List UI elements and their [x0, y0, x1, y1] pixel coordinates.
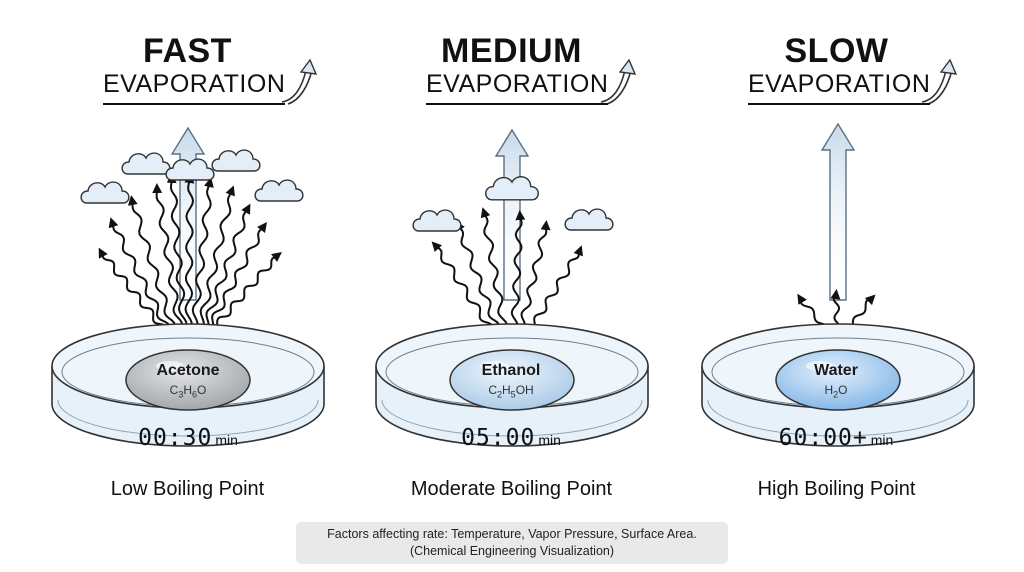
cloud-icon	[211, 149, 261, 172]
vapor-squiggle-arrow	[210, 251, 282, 333]
evaporation-label: EVAPORATION	[748, 70, 931, 105]
swoosh-head	[939, 58, 958, 75]
liquid-name: Ethanol	[481, 362, 541, 379]
cloud-icon	[412, 209, 462, 232]
droplet-highlight	[156, 361, 184, 371]
cloud-icon	[80, 181, 130, 204]
swoosh-stroke	[600, 69, 626, 103]
swoosh-arrow-icon	[921, 58, 958, 105]
vapor-squiggle-arrow	[206, 222, 267, 333]
vapor-squiggle-arrow	[166, 173, 188, 333]
timer-unit: min	[870, 432, 894, 448]
speed-title: MEDIUM	[441, 32, 582, 70]
cloud-icon	[254, 179, 304, 202]
boiling-point-label: Low Boiling Point	[110, 478, 265, 500]
timer-unit: min	[215, 432, 238, 448]
vapor-squiggle-arrow	[98, 247, 168, 333]
vapor-squiggle-arrow	[202, 203, 251, 333]
speed-title: FAST	[143, 32, 232, 70]
timer-value: 00:30	[138, 425, 213, 451]
cloud-shape	[211, 149, 261, 172]
dish-base-line	[381, 399, 643, 437]
vapor-squiggle-arrow	[528, 245, 583, 333]
vapor-squiggle-arrow	[108, 217, 171, 333]
evaporation-label: EVAPORATION	[103, 70, 286, 105]
droplet-highlight	[480, 361, 508, 371]
dish-base-line	[707, 399, 969, 437]
boiling-point-label: High Boiling Point	[757, 478, 916, 500]
cloud-shape	[121, 152, 171, 175]
liquid-formula: C2H5OH	[488, 383, 534, 400]
vapor-squiggle-arrows	[98, 173, 876, 333]
evaporation-timer: 60:00+min	[736, 425, 936, 451]
cloud-shape	[254, 179, 304, 202]
speed-title: SLOW	[784, 32, 889, 70]
petri-dish	[701, 323, 975, 447]
footer-line-1: Factors affecting rate: Temperature, Vap…	[327, 527, 697, 541]
vapor-squiggle-arrow	[191, 177, 214, 333]
cloud-shape	[165, 158, 215, 181]
evaporation-label: EVAPORATION	[426, 70, 609, 105]
footer-note: Factors affecting rate: Temperature, Vap…	[296, 522, 728, 564]
vapor-squiggle-arrow	[198, 185, 235, 333]
cloud-shape	[564, 208, 614, 231]
swoosh-arrow-icon	[600, 58, 637, 105]
swoosh-stroke	[921, 69, 947, 103]
cloud-shape	[485, 176, 539, 201]
liquid-formula: C3H6O	[169, 383, 207, 400]
timer-value: 60:00+	[778, 425, 868, 451]
vapor-clouds	[80, 149, 614, 232]
petri-dishes	[51, 323, 975, 447]
footer-line-2: (Chemical Engineering Visualization)	[409, 544, 615, 558]
cloud-shape	[80, 181, 130, 204]
timer-unit: min	[538, 432, 561, 448]
big-vapor-arrow	[494, 128, 530, 301]
cloud-icon	[165, 158, 215, 181]
liquid-name: Water	[814, 362, 858, 379]
vapor-squiggle-arrow	[455, 220, 501, 333]
cloud-icon	[121, 152, 171, 175]
vapor-squiggle-arrow	[519, 220, 551, 333]
vapor-squiggle-arrow	[184, 173, 195, 333]
dish-base-line	[57, 399, 319, 437]
cloud-icon	[485, 176, 539, 201]
droplet-highlight	[806, 361, 834, 371]
swoosh-stroke	[281, 69, 307, 103]
vapor-squiggle-arrow	[152, 183, 184, 333]
petri-dish	[51, 323, 325, 447]
panel-slow: SLOW EVAPORATION Water H2O 60:00+min Hig…	[666, 0, 1007, 572]
cloud-icon	[564, 208, 614, 231]
vapor-squiggle-arrow	[480, 207, 509, 333]
swoosh-arrow-icon	[281, 58, 318, 105]
swoosh-head	[299, 58, 318, 75]
vapor-squiggle-arrow	[510, 210, 526, 333]
vapor-squiggle-arrow	[127, 195, 177, 333]
liquid-formula: H2O	[824, 383, 848, 400]
petri-dish	[375, 323, 649, 447]
boiling-point-label: Moderate Boiling Point	[410, 478, 613, 500]
vapor-squiggle-arrow	[431, 241, 495, 333]
header-swoosh-arrows	[281, 58, 958, 105]
big-vapor-arrow	[820, 122, 856, 301]
swoosh-head	[618, 58, 637, 75]
liquid-name: Acetone	[156, 362, 220, 379]
cloud-shape	[412, 209, 462, 232]
timer-value: 05:00	[461, 425, 536, 451]
